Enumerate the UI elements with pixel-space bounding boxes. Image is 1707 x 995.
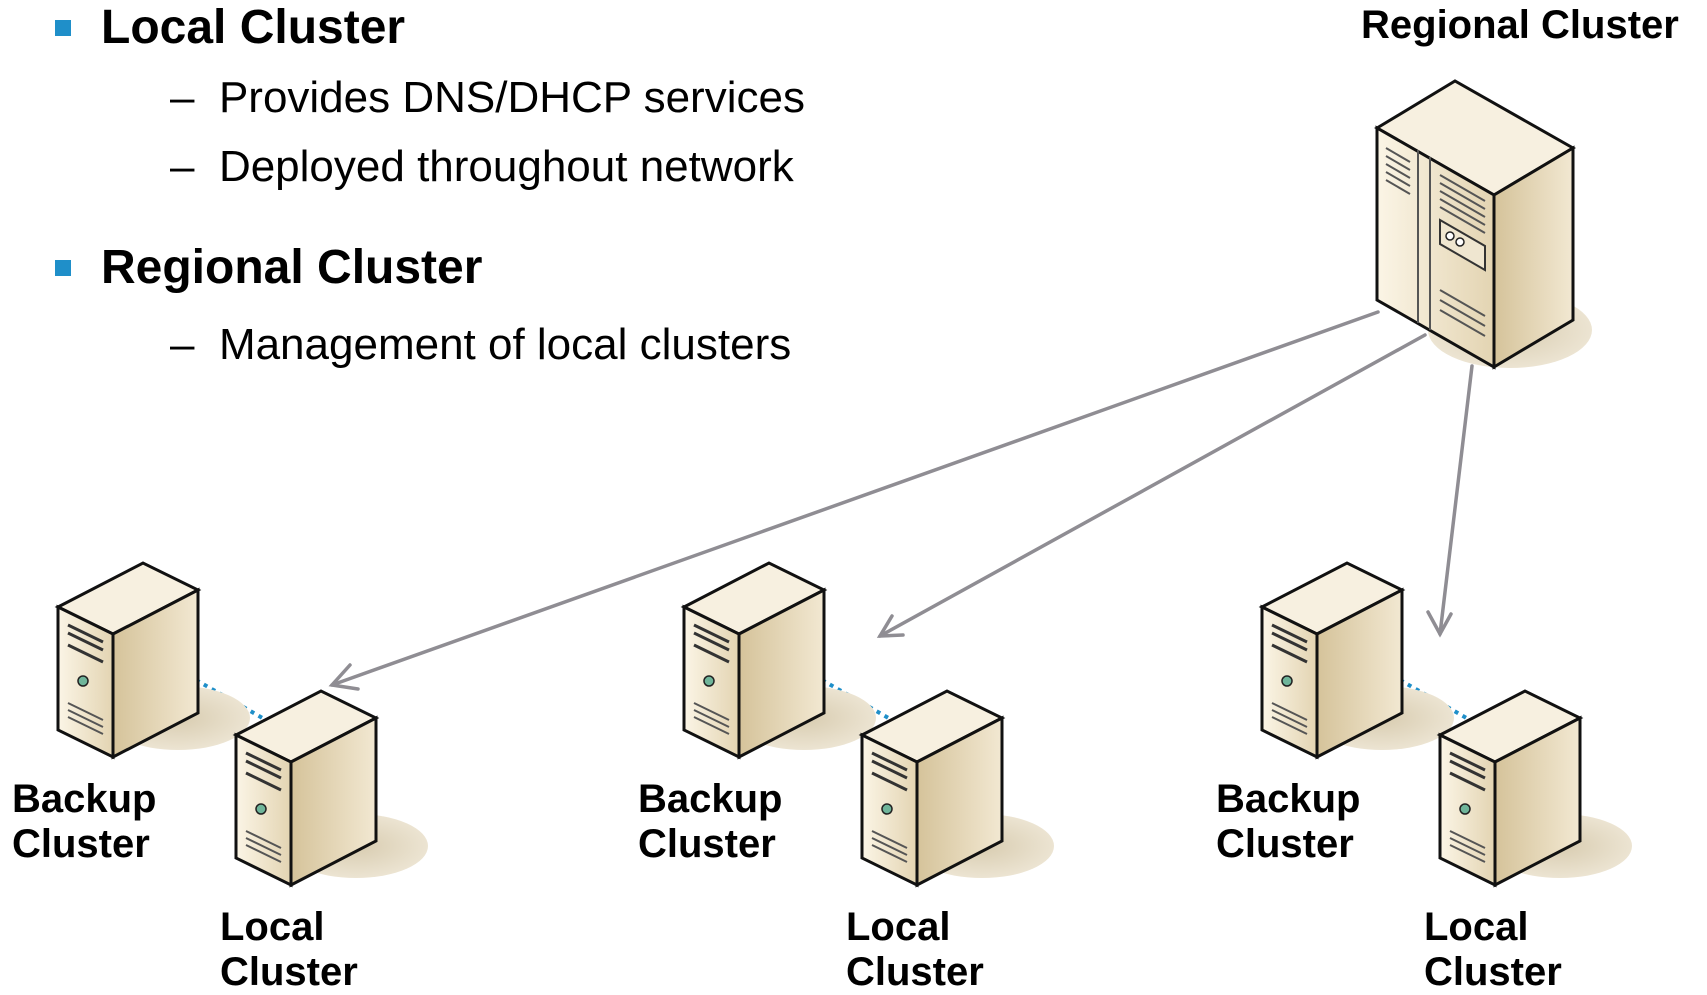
bullet-square-icon	[55, 259, 71, 276]
regional-server-icon	[1374, 79, 1592, 370]
local-server-icon	[1438, 689, 1634, 887]
backup-server-icon	[56, 561, 252, 759]
bullet-local-cluster: Local Cluster	[55, 0, 405, 55]
local-server-icon	[234, 689, 430, 887]
arrow-line	[1438, 364, 1474, 636]
arrow-head-icon	[328, 663, 360, 691]
backup-server-icon	[682, 561, 878, 759]
arrow-head-icon	[876, 614, 905, 638]
backup-cluster-label: Backup Cluster	[1216, 777, 1361, 866]
arrow-line	[330, 310, 1380, 687]
local-server-icon	[860, 689, 1056, 887]
local-cluster-label: Local Cluster	[846, 905, 984, 994]
backup-cluster-label: Backup Cluster	[638, 777, 783, 866]
management-arrows	[328, 310, 1474, 691]
bullet-square-icon	[55, 19, 71, 36]
bullet-heading: Regional Cluster	[101, 241, 483, 294]
bullet-heading: Local Cluster	[101, 1, 406, 54]
regional-cluster-label: Regional Cluster	[1361, 3, 1679, 47]
arrow-head-icon	[1426, 610, 1453, 638]
backup-server-icon	[1260, 561, 1456, 759]
local-cluster-label: Local Cluster	[220, 905, 358, 994]
sub-bullet: – Provides DNS/DHCP services	[170, 73, 805, 122]
backup-cluster-label: Backup Cluster	[12, 777, 157, 866]
sub-bullet: – Management of local clusters	[170, 320, 792, 369]
sub-bullet: – Deployed throughout network	[170, 142, 794, 191]
arrow-line	[878, 333, 1427, 638]
local-cluster-label: Local Cluster	[1424, 905, 1562, 994]
bullet-regional-cluster: Regional Cluster	[55, 240, 482, 295]
